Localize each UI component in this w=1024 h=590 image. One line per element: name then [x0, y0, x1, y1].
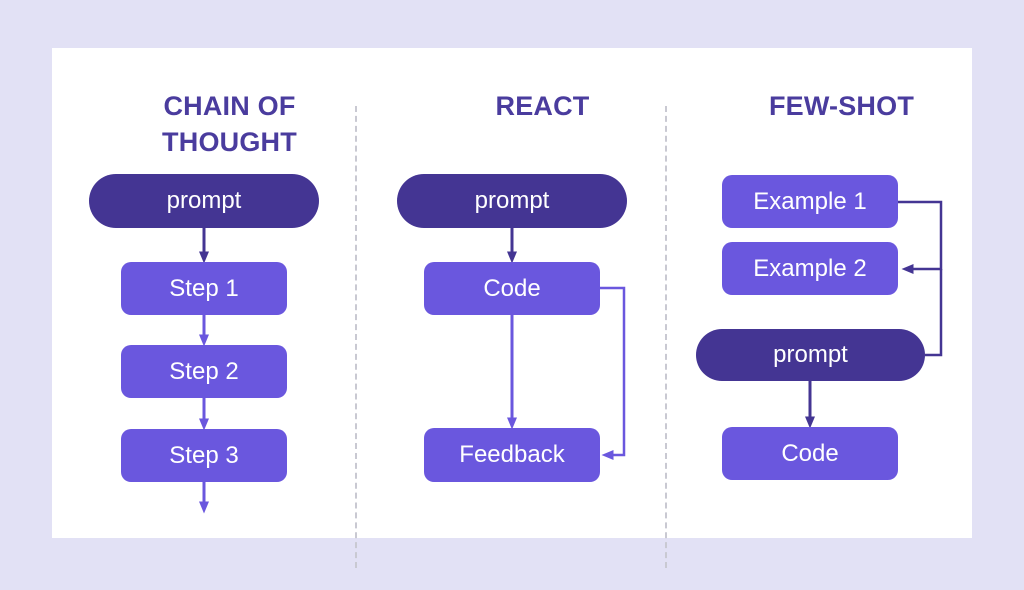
- react-edge-feedback-loop: [600, 286, 626, 460]
- column-title-few-shot: FEW-SHOT: [768, 91, 915, 121]
- node-fewshot-example-1[interactable]: Example 1: [722, 175, 898, 228]
- node-react-prompt[interactable]: prompt: [397, 174, 627, 228]
- column-divider-1: [355, 106, 357, 568]
- node-fewshot-example-2[interactable]: Example 2: [722, 242, 898, 295]
- node-fewshot-code[interactable]: Code: [722, 427, 898, 480]
- column-title-chain-of-thought: CHAIN OF THOUGHT: [162, 91, 297, 157]
- node-cot-step-1[interactable]: Step 1: [121, 262, 287, 315]
- diagram-card: CHAIN OF THOUGHT REACT FEW-SHOT prompt S…: [52, 48, 972, 568]
- node-cot-prompt[interactable]: prompt: [89, 174, 319, 228]
- fewshot-edge-example1-example2: [898, 200, 943, 274]
- column-title-react: REACT: [495, 91, 590, 121]
- node-cot-step-3[interactable]: Step 3: [121, 429, 287, 482]
- node-react-code[interactable]: Code: [424, 262, 600, 315]
- node-react-feedback[interactable]: Feedback: [424, 428, 600, 482]
- node-cot-step-2[interactable]: Step 2: [121, 345, 287, 398]
- node-fewshot-prompt[interactable]: prompt: [696, 329, 925, 381]
- fewshot-edge-prompt-join: [925, 269, 943, 357]
- column-divider-2: [665, 106, 667, 568]
